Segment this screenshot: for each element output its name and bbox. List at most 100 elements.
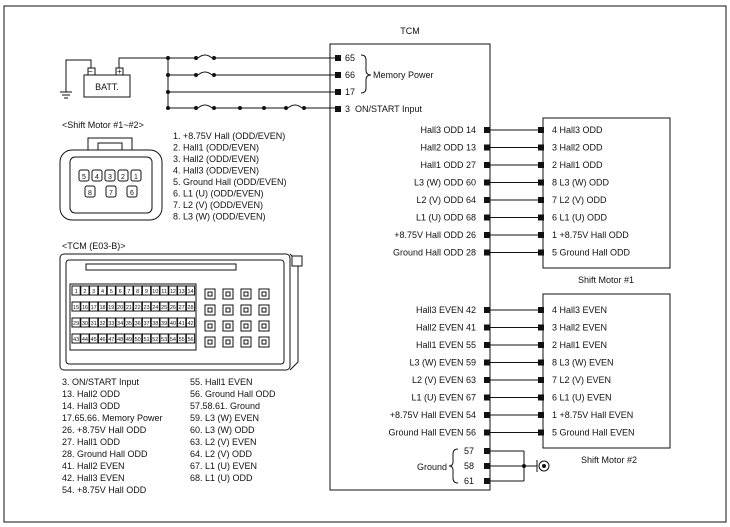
cavity-number: 29 — [73, 321, 79, 327]
connector-side-lock — [289, 253, 299, 371]
power-cavity — [207, 291, 213, 297]
connector-cavity — [124, 285, 134, 296]
cavity-number: 22 — [135, 305, 141, 311]
cavity-number: 43 — [73, 337, 79, 343]
power-cavity — [225, 339, 231, 345]
cavity-number: 28 — [187, 305, 193, 311]
cavity-number: 17 — [91, 305, 97, 311]
connector-pin — [84, 185, 96, 198]
connector-pin-number: 1 — [134, 174, 138, 181]
pin-terminal — [335, 55, 341, 61]
cavity-number: 52 — [152, 337, 158, 343]
connector-dot — [194, 56, 198, 60]
tcm-pin-label: Hall2 EVEN 41 — [416, 323, 476, 333]
connector-pin-number: 8 — [88, 190, 92, 197]
connector-pin-number: 7 — [109, 190, 113, 197]
connector-cavity — [71, 333, 81, 344]
cavity-number: 36 — [135, 321, 141, 327]
pin-3-number: 3 — [345, 104, 350, 114]
motor-pin-label: 5 Ground Hall EVEN — [552, 428, 635, 438]
motor-pin-label: 2 Hall1 EVEN — [552, 340, 607, 350]
cavity-number: 54 — [170, 337, 176, 343]
motor-pin-label: 4 Hall3 ODD — [552, 125, 603, 135]
cavity-number: 45 — [91, 337, 97, 343]
connector-pin — [78, 169, 90, 182]
cavity-number: 40 — [170, 321, 176, 327]
connector-cavity — [185, 285, 196, 296]
connector-pin-number: 6 — [130, 190, 134, 197]
motor-pin-label: 3 Hall2 EVEN — [552, 323, 607, 333]
pin-terminal — [484, 214, 490, 221]
connector-cavity — [80, 285, 90, 296]
cavity-number: 44 — [82, 337, 88, 343]
pin-terminal — [484, 359, 490, 366]
tcm-pin-label: Hall2 ODD 13 — [420, 143, 476, 153]
connector-cavity — [141, 301, 152, 312]
motor-pin-label: 6 L1 (U) EVEN — [552, 393, 612, 403]
splice-dot — [522, 464, 526, 468]
connector-cavity — [159, 317, 169, 328]
pin-description: 17.65.66. Memory Power — [62, 413, 163, 423]
connector-cavity — [80, 301, 90, 312]
ground-section: Ground 57 58 61 — [417, 446, 550, 486]
pin-66-number: 66 — [345, 70, 355, 80]
pin-terminal — [538, 179, 544, 186]
cavity-number: 48 — [117, 337, 123, 343]
pin-terminal — [538, 394, 544, 401]
pin-description: 57.58.61. Ground — [190, 401, 260, 411]
pin-description: 67. L1 (U) EVEN — [190, 461, 257, 471]
connector-cavity — [89, 285, 99, 296]
connector-pin-number: 4 — [95, 174, 99, 181]
connector-face — [69, 156, 153, 214]
cavity-number: 24 — [152, 305, 158, 311]
connector-cavity — [97, 301, 108, 312]
shift-motor-pin-list: 1. +8.75V Hall (ODD/EVEN)2. Hall1 (ODD/E… — [173, 131, 287, 222]
connector-dot — [194, 106, 198, 110]
connector-cavity — [168, 317, 178, 328]
cavity-number: 4 — [101, 289, 104, 295]
battery-positive-wire — [118, 57, 168, 68]
pin-description: 60. L3 (W) ODD — [190, 425, 255, 435]
cavity-number: 38 — [152, 321, 158, 327]
pin-terminal — [484, 448, 490, 454]
motor-pin-label: 1 +8.75V Hall EVEN — [552, 410, 633, 420]
connector-key — [85, 263, 237, 271]
power-cavity — [261, 307, 267, 313]
pin-description: 63. L2 (V) EVEN — [190, 437, 257, 447]
pin-description: 41. Hall2 EVEN — [62, 461, 125, 471]
connector-cavity — [133, 333, 143, 344]
pin-terminal — [484, 478, 490, 484]
connector-pin — [117, 169, 129, 182]
connector-cavity — [124, 333, 134, 344]
cavity-number: 47 — [108, 337, 114, 343]
motor-pin-label: 2 Hall1 ODD — [552, 160, 603, 170]
cavity-number: 18 — [99, 305, 105, 311]
connector-pin — [104, 169, 116, 182]
pin-terminal — [538, 342, 544, 348]
cavity-number: 55 — [179, 337, 185, 343]
ground-brace — [448, 448, 459, 484]
cavity-number: 31 — [91, 321, 97, 327]
connector-pin-row-2: 8 7 6 — [84, 185, 138, 198]
pin-terminal — [484, 342, 490, 348]
cavity-number: 53 — [161, 337, 167, 343]
tcm-pin-label: Hall1 ODD 27 — [420, 160, 476, 170]
cavity-number: 15 — [73, 305, 79, 311]
tcm-pin-label: +8.75V Hall EVEN 54 — [390, 410, 476, 420]
cavity-number: 20 — [117, 305, 123, 311]
battery-circuit: BATT. − + — [60, 54, 335, 110]
cavity-number: 41 — [179, 321, 185, 327]
pin-description: 3. Hall2 (ODD/EVEN) — [173, 154, 259, 164]
connector-cavity — [150, 333, 160, 344]
motor-pin-label: 7 L2 (V) ODD — [552, 195, 607, 205]
connector-cavity — [168, 333, 178, 344]
cavity-number: 10 — [152, 289, 158, 295]
connector-pin — [126, 185, 138, 198]
pin-description: 3. ON/START Input — [62, 377, 140, 387]
connector-cavity — [106, 285, 116, 296]
shift-motor-1-label: Shift Motor #1 — [578, 275, 634, 285]
tcm-top-pins: 65 66 17 3 ON/START Input Memory Power — [335, 53, 434, 114]
